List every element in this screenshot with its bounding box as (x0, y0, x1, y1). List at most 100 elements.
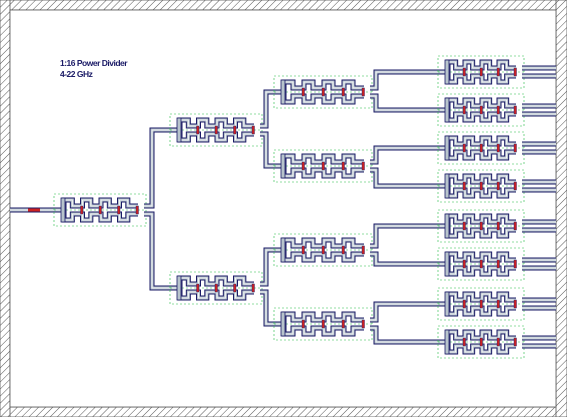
isolation-resistor (513, 259, 517, 269)
isolation-resistor (214, 125, 218, 135)
isolation-resistor (479, 143, 483, 153)
isolation-resistor (135, 205, 139, 215)
divider-stage (437, 55, 525, 89)
isolation-resistor (233, 283, 237, 293)
isolation-resistor (301, 87, 305, 97)
divider-stage (273, 75, 373, 109)
isolation-resistor (321, 161, 325, 171)
isolation-resistor (479, 221, 483, 231)
isolation-resistor (462, 337, 466, 347)
isolation-resistor (479, 181, 483, 191)
isolation-resistor (513, 181, 517, 191)
isolation-resistor (496, 299, 500, 309)
isolation-resistor (462, 67, 466, 77)
isolation-resistor (301, 161, 305, 171)
divider-stage (437, 247, 525, 281)
isolation-resistor (341, 319, 345, 329)
isolation-resistor (513, 221, 517, 231)
tee-junction (60, 197, 66, 223)
input-port (28, 208, 40, 212)
tee-junction (444, 97, 450, 123)
transmission-line (370, 301, 440, 323)
transmission-line (370, 69, 440, 91)
isolation-resistor (233, 125, 237, 135)
diagram-title: 1:16 Power Divider 4-22 GHz (60, 58, 129, 79)
isolation-resistor (479, 299, 483, 309)
isolation-resistor (98, 205, 102, 215)
isolation-resistor (462, 259, 466, 269)
isolation-resistor (301, 245, 305, 255)
tee-junction (280, 311, 286, 337)
isolation-resistor (513, 143, 517, 153)
isolation-resistor (196, 283, 200, 293)
isolation-resistor (321, 87, 325, 97)
divider-stage (437, 169, 525, 203)
isolation-resistor (361, 87, 365, 97)
isolation-resistor (80, 205, 84, 215)
isolation-resistor (341, 245, 345, 255)
isolation-resistor (462, 299, 466, 309)
divider-stage (53, 193, 147, 227)
transmission-line (260, 247, 276, 287)
isolation-resistor (513, 299, 517, 309)
divider-stage (437, 209, 525, 243)
tee-junction (280, 79, 286, 105)
divider-stage (437, 287, 525, 321)
isolation-resistor (321, 319, 325, 329)
transmission-line (260, 89, 276, 129)
isolation-resistor (462, 181, 466, 191)
isolation-resistor (496, 143, 500, 153)
isolation-resistor (462, 221, 466, 231)
isolation-resistor (321, 245, 325, 255)
isolation-resistor (301, 319, 305, 329)
isolation-resistor (251, 125, 255, 135)
tee-junction (444, 329, 450, 355)
isolation-resistor (361, 245, 365, 255)
tee-junction (176, 117, 182, 143)
divider-stage (273, 233, 373, 267)
tee-junction (176, 275, 182, 301)
isolation-resistor (496, 221, 500, 231)
transmission-line (260, 289, 276, 327)
transmission-line (370, 93, 440, 113)
isolation-resistor (479, 259, 483, 269)
tee-junction (444, 173, 450, 199)
transmission-line (370, 223, 440, 249)
isolation-resistor (496, 259, 500, 269)
divider-stage (273, 149, 373, 183)
tee-junction (280, 237, 286, 263)
circuit-layout (10, 55, 556, 359)
isolation-resistor (361, 161, 365, 171)
isolation-resistor (214, 283, 218, 293)
divider-stage (169, 113, 263, 147)
tee-junction (444, 135, 450, 161)
isolation-resistor (462, 143, 466, 153)
isolation-resistor (513, 67, 517, 77)
transmission-line (370, 251, 440, 267)
divider-stage (169, 271, 263, 305)
title-line-2: 4-22 GHz (60, 69, 93, 79)
isolation-resistor (513, 105, 517, 115)
isolation-resistor (341, 161, 345, 171)
isolation-resistor (496, 105, 500, 115)
transmission-line (260, 131, 276, 169)
tee-junction (444, 59, 450, 85)
isolation-resistor (496, 67, 500, 77)
isolation-resistor (479, 67, 483, 77)
isolation-resistor (462, 105, 466, 115)
isolation-resistor (479, 337, 483, 347)
tee-junction (444, 213, 450, 239)
isolation-resistor (196, 125, 200, 135)
divider-stage (437, 325, 525, 359)
isolation-resistor (496, 337, 500, 347)
isolation-resistor (251, 283, 255, 293)
isolation-resistor (341, 87, 345, 97)
tee-junction (444, 251, 450, 277)
isolation-resistor (513, 337, 517, 347)
isolation-resistor (479, 105, 483, 115)
tee-junction (444, 291, 450, 317)
transmission-line (370, 167, 440, 189)
transmission-line (370, 325, 440, 345)
isolation-resistor (496, 181, 500, 191)
